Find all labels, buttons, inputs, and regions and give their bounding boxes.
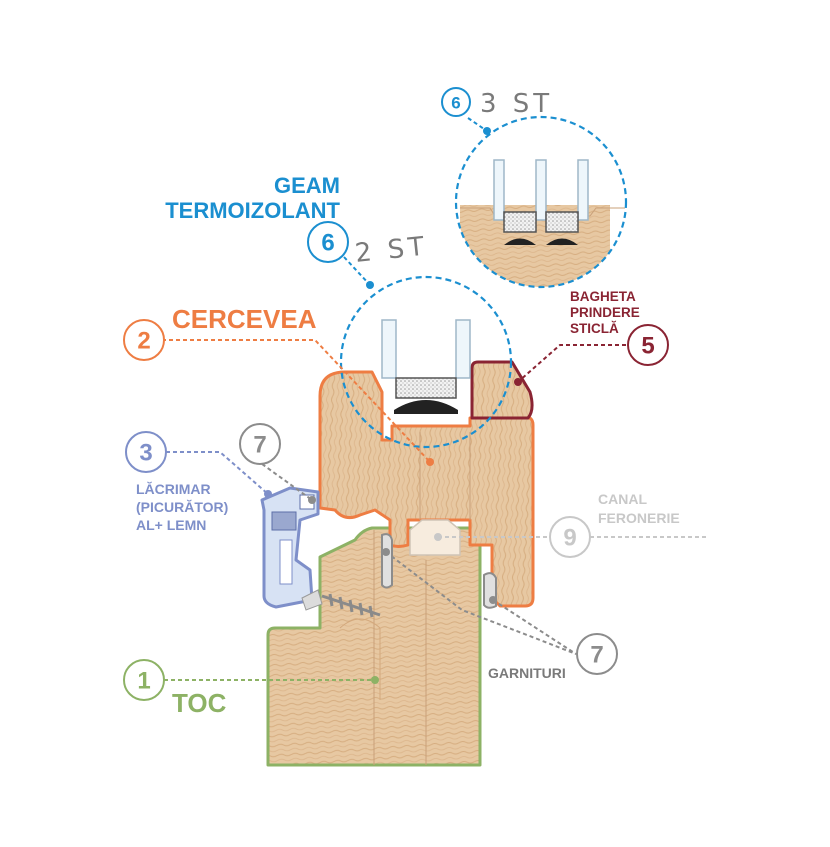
leader-6-3st bbox=[467, 117, 488, 132]
glass-2st-detail bbox=[381, 319, 471, 414]
badge-6-3st: 6 bbox=[441, 87, 471, 117]
leader-garnituri-top bbox=[261, 463, 313, 501]
label-bagheta-line2: PRINDERE bbox=[570, 305, 640, 320]
label-lacrimar-line3: AL+ LEMN bbox=[136, 517, 206, 533]
svg-text:6: 6 bbox=[321, 230, 334, 257]
svg-text:1: 1 bbox=[137, 668, 150, 695]
svg-text:6: 6 bbox=[451, 94, 460, 113]
glass-3st-detail bbox=[460, 159, 625, 287]
label-cercevea: CERCEVEA bbox=[172, 304, 317, 334]
badge-1-toc: 1 bbox=[123, 659, 165, 701]
leader-garnituri-bottom-2 bbox=[492, 599, 577, 655]
label-bagheta-line1: BAGHETA bbox=[570, 289, 636, 304]
badge-7-garnituri-bottom: 7 bbox=[576, 633, 618, 675]
svg-text:2: 2 bbox=[137, 328, 150, 355]
gasket-inner bbox=[381, 533, 393, 589]
zoom-circle-2st bbox=[339, 275, 513, 449]
svg-text:7: 7 bbox=[590, 642, 603, 669]
zoom-circle-3st bbox=[454, 115, 628, 289]
leader-lacrimar bbox=[166, 451, 269, 495]
leader-bagheta bbox=[517, 344, 626, 383]
label-lacrimar-line2: (PICURĂTOR) bbox=[136, 499, 228, 515]
svg-text:7: 7 bbox=[253, 432, 266, 459]
leader-dots bbox=[264, 127, 522, 684]
badge-6-2st: 6 bbox=[307, 221, 349, 263]
label-2st: 2 ST bbox=[354, 231, 430, 268]
lacrimar-drip-profile bbox=[260, 486, 320, 609]
label-canal-line2: FERONERIE bbox=[598, 510, 680, 526]
screw bbox=[301, 589, 381, 618]
label-geam-line1: GEAM bbox=[274, 173, 340, 198]
leader-cercevea bbox=[162, 339, 431, 463]
badge-9-canal: 9 bbox=[549, 516, 591, 558]
label-garnituri: GARNITURI bbox=[488, 665, 566, 681]
label-3st: 3 ST bbox=[480, 89, 553, 119]
label-bagheta-line3: STICLĂ bbox=[570, 321, 619, 336]
svg-text:3: 3 bbox=[139, 440, 152, 467]
leader-lines bbox=[162, 117, 708, 681]
cercevea-sash bbox=[318, 370, 535, 608]
label-lacrimar-line1: LĂCRIMAR bbox=[136, 481, 211, 497]
badge-5-bagheta: 5 bbox=[627, 324, 669, 366]
bagheta-glazing-bead bbox=[470, 360, 534, 420]
leader-6-2st bbox=[343, 256, 371, 286]
badge-3-lacrimar: 3 bbox=[125, 431, 167, 473]
badge-2-cercevea: 2 bbox=[123, 319, 165, 361]
label-canal-line1: CANAL bbox=[598, 491, 647, 507]
label-toc: TOC bbox=[172, 688, 227, 718]
leader-garnituri-bottom bbox=[385, 551, 577, 655]
toc-frame bbox=[266, 526, 482, 767]
svg-text:9: 9 bbox=[563, 525, 576, 552]
svg-text:5: 5 bbox=[641, 333, 654, 360]
label-geam-line2: TERMOIZOLANT bbox=[165, 198, 340, 223]
badge-7-garnituri-top: 7 bbox=[239, 423, 281, 465]
